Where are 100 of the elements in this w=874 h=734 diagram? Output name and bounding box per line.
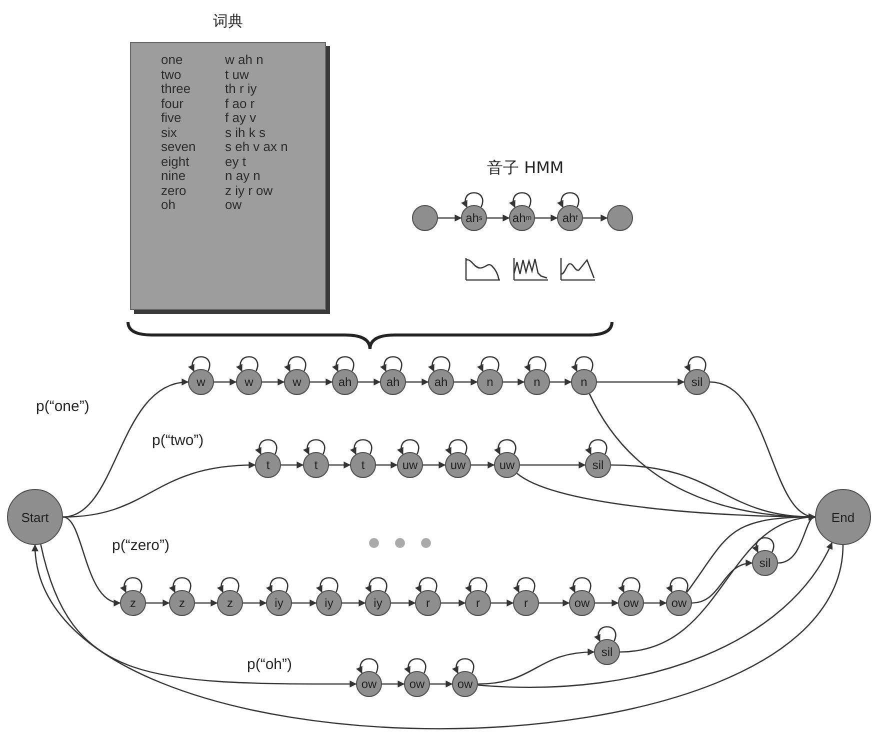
edge-label: p(“oh”): [245, 656, 294, 673]
self-loop-arrow: [218, 577, 240, 593]
state-circle: [412, 205, 438, 231]
arrow: [441, 600, 466, 606]
arrow: [281, 462, 304, 468]
self-loop-arrow: [462, 192, 484, 208]
state-circle: t: [350, 452, 376, 478]
arrow: [406, 378, 429, 386]
arrow: [262, 378, 285, 386]
state-circle: ow: [356, 671, 382, 697]
self-loop-arrow: [170, 577, 192, 593]
diagram-label: 音子 HMM: [487, 158, 564, 179]
dictionary-heading: 词典: [213, 12, 243, 31]
self-loop-arrow: [266, 577, 288, 593]
arrow: [376, 462, 398, 468]
self-loop-arrow: [558, 192, 580, 208]
state-circle: ah: [380, 369, 406, 395]
state-circle: sil: [585, 452, 611, 478]
dictionary-word: six: [161, 126, 178, 140]
arrow: [550, 378, 572, 386]
dictionary-word: five: [161, 111, 182, 126]
arrow: [692, 560, 753, 604]
self-loop-arrow: [452, 658, 474, 674]
arrow: [423, 462, 446, 468]
dictionary-word: one: [161, 53, 184, 68]
arrow: [358, 378, 381, 386]
arrow: [40, 544, 357, 688]
self-loop-arrow: [466, 577, 488, 593]
state-circle: w: [236, 369, 262, 395]
phone-sequence: s eh v ax n: [225, 140, 289, 154]
state-circle: n: [477, 369, 503, 395]
arrow: [391, 600, 416, 606]
self-loop-arrow: [316, 577, 338, 593]
terminal-state: End: [815, 489, 871, 545]
state-circle: uw: [445, 452, 471, 478]
phone-sequence: t uw: [225, 68, 250, 82]
state-circle: iy: [266, 590, 292, 616]
state-circle: iy: [365, 590, 391, 616]
state-circle: ow: [618, 590, 644, 616]
arrow: [342, 600, 366, 606]
self-loop-arrow: [752, 537, 774, 553]
phone-sequence: f ay v: [225, 111, 258, 126]
arrow: [478, 648, 595, 685]
state-circle: z: [120, 590, 146, 616]
dictionary-word: seven: [161, 140, 197, 154]
arrow: [620, 514, 816, 653]
terminal-state: Start: [7, 489, 63, 545]
self-loop-arrow: [494, 439, 516, 455]
arrow: [430, 680, 453, 688]
state-circle: sil: [684, 369, 710, 395]
arrow: [583, 214, 608, 222]
self-loop-arrow: [514, 577, 536, 593]
arrow: [195, 600, 218, 606]
self-loop-arrow: [356, 658, 378, 674]
state-circle: z: [217, 590, 243, 616]
arrow: [644, 600, 667, 606]
state-circle: sil: [594, 639, 620, 665]
dictionary-word: eight: [161, 154, 190, 169]
arrow: [62, 380, 189, 518]
state-circle: [607, 205, 633, 231]
state-circle: ow: [452, 671, 478, 697]
self-loop-arrow: [594, 626, 616, 642]
arrow: [454, 378, 478, 386]
state-circle: ow: [569, 590, 595, 616]
self-loop-arrow: [236, 356, 258, 372]
phone-sequence: w ah n: [225, 53, 264, 68]
edge-label: p(“two”): [150, 432, 206, 449]
self-loop-arrow: [350, 439, 372, 455]
phone-sequence: f ao r: [225, 96, 255, 111]
dictionary-word: two: [161, 68, 182, 82]
state-circle: r: [415, 590, 441, 616]
self-loop-arrow: [684, 356, 706, 372]
state-circle: t: [255, 452, 281, 478]
state-circle: ah: [428, 369, 454, 395]
arrow: [597, 378, 685, 386]
self-loop-arrow: [446, 439, 468, 455]
phone-sequence: s ih k s: [225, 126, 266, 140]
arrow: [539, 600, 570, 606]
state-circle: ow: [666, 590, 692, 616]
arrow: [214, 378, 237, 386]
edge-label: p(“zero”): [110, 537, 172, 554]
self-loop-arrow: [572, 356, 594, 372]
dictionary-word: oh: [161, 198, 176, 212]
self-loop-arrow: [188, 356, 210, 372]
self-loop-arrow: [416, 577, 438, 593]
state-circle: uw: [494, 452, 520, 478]
self-loop-arrow: [618, 577, 640, 593]
state-circle: w: [284, 369, 310, 395]
arrow: [520, 462, 586, 468]
edge-label: p(“one”): [34, 398, 92, 415]
state-circle: n: [524, 369, 550, 395]
state-circle: ah: [332, 369, 358, 395]
arrow: [491, 600, 514, 606]
self-loop-arrow: [666, 577, 688, 593]
arrow: [382, 680, 405, 688]
state-circle: w: [188, 369, 214, 395]
state-circle: z: [169, 590, 195, 616]
arrow: [438, 214, 462, 222]
arrow: [595, 600, 619, 606]
self-loop-arrow: [380, 356, 402, 372]
